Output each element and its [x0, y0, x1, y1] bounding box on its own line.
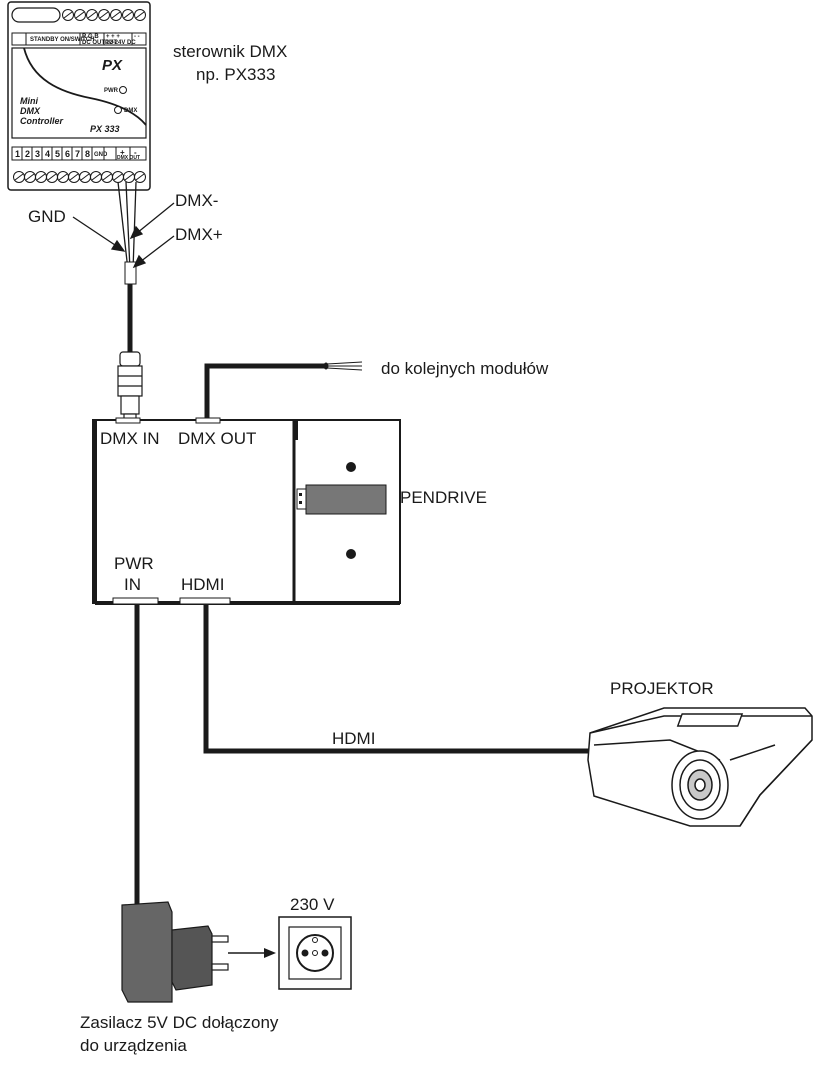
psu-label-line1: Zasilacz 5V DC dołączony: [80, 1013, 279, 1032]
psu-label-line2: do urządzenia: [80, 1036, 187, 1055]
media-player-module: DMX IN DMX OUT PWR IN HDMI: [92, 417, 401, 605]
wall-outlet-icon: [278, 916, 352, 990]
module-label-hdmi: HDMI: [181, 575, 224, 594]
led-label-pwr: PWR: [104, 88, 119, 94]
wire-label-gnd: GND: [28, 207, 66, 226]
projector-label: PROJEKTOR: [610, 679, 714, 698]
module-label-pwr: PWR: [114, 554, 154, 573]
bottom-terminal-numbers: 1 2 3 4 5 6 7 8 GND + - DMX OUT: [15, 147, 140, 161]
top-label-standby: STANDBY ON/SWITCH: [30, 37, 94, 43]
led-label-dmx: DMX: [124, 108, 137, 114]
terminal-label-plus: +: [120, 148, 125, 157]
mount-screw-icon: [346, 462, 356, 472]
port-pwr-in: [112, 597, 159, 605]
dmx-connector-plug: [117, 351, 143, 421]
mount-screw-icon: [346, 549, 356, 559]
controller-label-line1: sterownik DMX: [173, 42, 287, 61]
power-adapter-icon: [121, 901, 229, 1003]
pwr-led-icon: [119, 86, 127, 94]
top-label-voltage: 12-24V DC: [106, 40, 136, 46]
terminal-number: 2: [25, 149, 30, 159]
plug-in-arrow: [228, 948, 276, 958]
dmx-controller: STANDBY ON/SWITCH R G B DC OUTPUT + + + …: [7, 1, 151, 191]
module-label-dmx-out: DMX OUT: [178, 429, 256, 448]
controller-text-mini: Mini: [20, 96, 38, 106]
terminal-number: 1: [15, 149, 20, 159]
top-label-minus: - -: [134, 34, 140, 40]
hdmi-cable-label: HDMI: [332, 729, 375, 748]
terminal-label-dmx-out: DMX OUT: [117, 155, 140, 161]
top-label-plus: + + +: [106, 34, 120, 40]
dmx-led-icon: [114, 106, 122, 114]
controller-model: PX 333: [90, 124, 120, 134]
top-label-rgb: R G B: [82, 34, 99, 40]
wire-label-dmx-plus: DMX+: [175, 225, 223, 244]
port-dmx-in: [115, 417, 141, 424]
top-screw-terminals: [62, 9, 146, 21]
hdmi-cable: [203, 604, 590, 754]
wire-label-next-modules: do kolejnych modułów: [381, 359, 549, 378]
pendrive-icon: [296, 484, 387, 515]
controller-label-line2: np. PX333: [196, 65, 275, 84]
dmx-wires: [117, 181, 137, 285]
controller-brand-logo: PX: [102, 57, 123, 74]
terminal-number: 6: [65, 149, 70, 159]
projector-icon: [587, 707, 813, 827]
dmx-output-cable: [204, 363, 325, 418]
port-hdmi: [179, 597, 231, 605]
dmx-output-wire-ends: [323, 361, 363, 371]
terminal-label-gnd: GND: [94, 152, 108, 158]
module-label-dmx-in: DMX IN: [100, 429, 160, 448]
terminal-number: 4: [45, 149, 50, 159]
wire-pointer-arrows: [72, 202, 175, 269]
pendrive-label: PENDRIVE: [400, 488, 487, 507]
module-label-in: IN: [124, 575, 141, 594]
terminal-number: 3: [35, 149, 40, 159]
terminal-number: 7: [75, 149, 80, 159]
top-label-dc-output: DC OUTPUT: [82, 40, 117, 46]
controller-text-controller: Controller: [20, 116, 63, 126]
controller-text-dmx: DMX: [20, 106, 41, 116]
terminal-number: 8: [85, 149, 90, 159]
terminal-number: 5: [55, 149, 60, 159]
wire-label-dmx-minus: DMX-: [175, 191, 218, 210]
terminal-label-minus: -: [134, 148, 137, 157]
outlet-voltage-label: 230 V: [290, 895, 335, 914]
port-dmx-out: [195, 417, 221, 424]
bottom-screw-terminals: [13, 171, 146, 183]
